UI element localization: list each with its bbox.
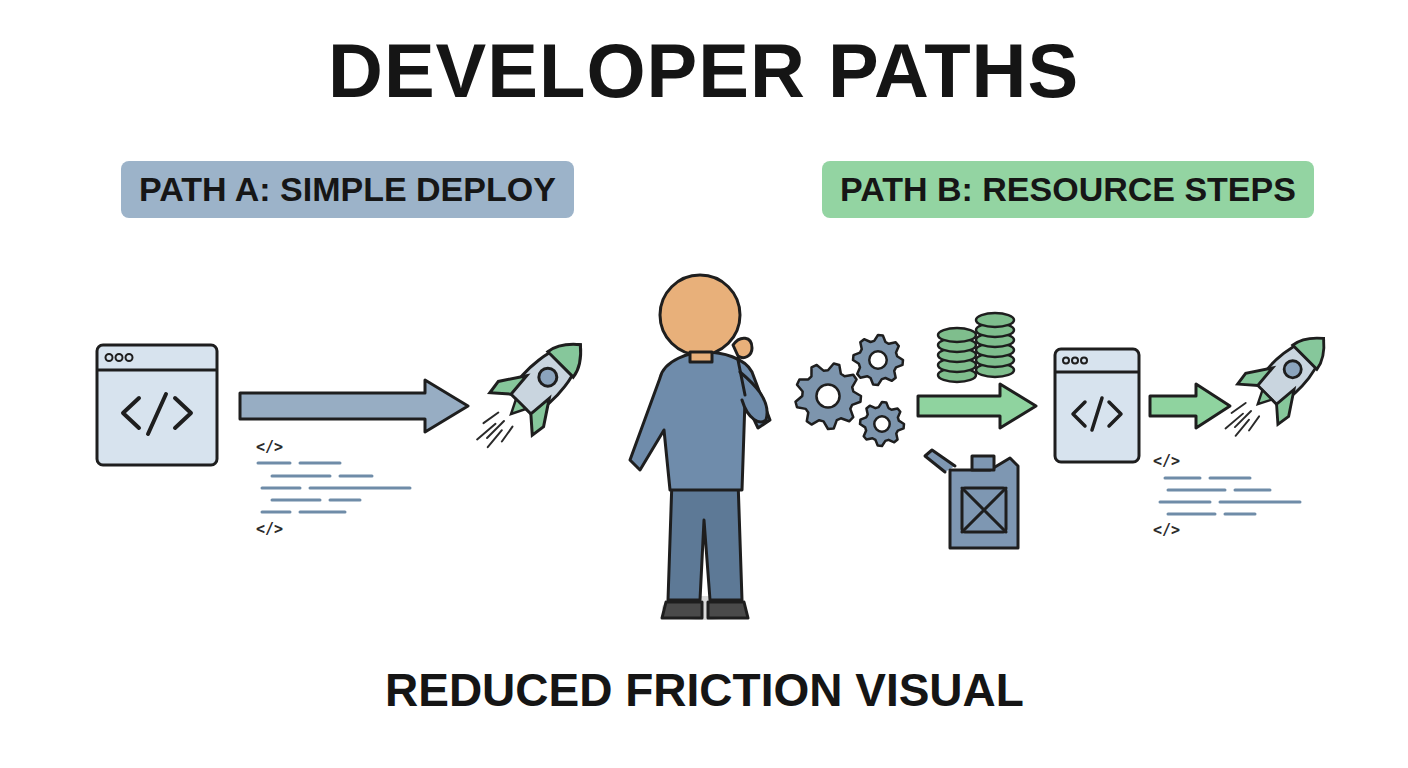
code-window [97, 345, 217, 465]
caption: REDUCED FRICTION VISUAL [385, 663, 1024, 717]
thinking-person [630, 275, 770, 620]
code-window [1055, 349, 1139, 462]
coins [938, 313, 1014, 382]
title: DEVELOPER PATHS [328, 27, 1079, 114]
flow-arrow [918, 384, 1036, 428]
gear [796, 364, 861, 429]
flow-arrow [240, 380, 468, 432]
gear [860, 402, 904, 446]
gear-hub [869, 351, 887, 369]
rocket [459, 322, 603, 466]
path-label: PATH A: SIMPLE DEPLOY [121, 161, 574, 218]
path-label-text: PATH A: SIMPLE DEPLOY [139, 170, 556, 209]
path-label-text: PATH B: RESOURCE STEPS [840, 170, 1296, 209]
code-mark: </> [1153, 452, 1180, 470]
path-label: PATH B: RESOURCE STEPS [822, 161, 1314, 218]
gears [796, 335, 904, 446]
code-mark: </> [1153, 521, 1180, 539]
gear-hub [816, 384, 839, 407]
gear-hub [874, 416, 889, 431]
gear [853, 335, 903, 385]
code-lines [258, 463, 410, 512]
rocket [1208, 317, 1345, 454]
code-lines [1160, 478, 1300, 514]
fuel-can [925, 450, 1018, 548]
flow-arrow [1150, 384, 1230, 428]
code-mark: </> [256, 520, 283, 538]
code-mark: </> [256, 438, 283, 456]
